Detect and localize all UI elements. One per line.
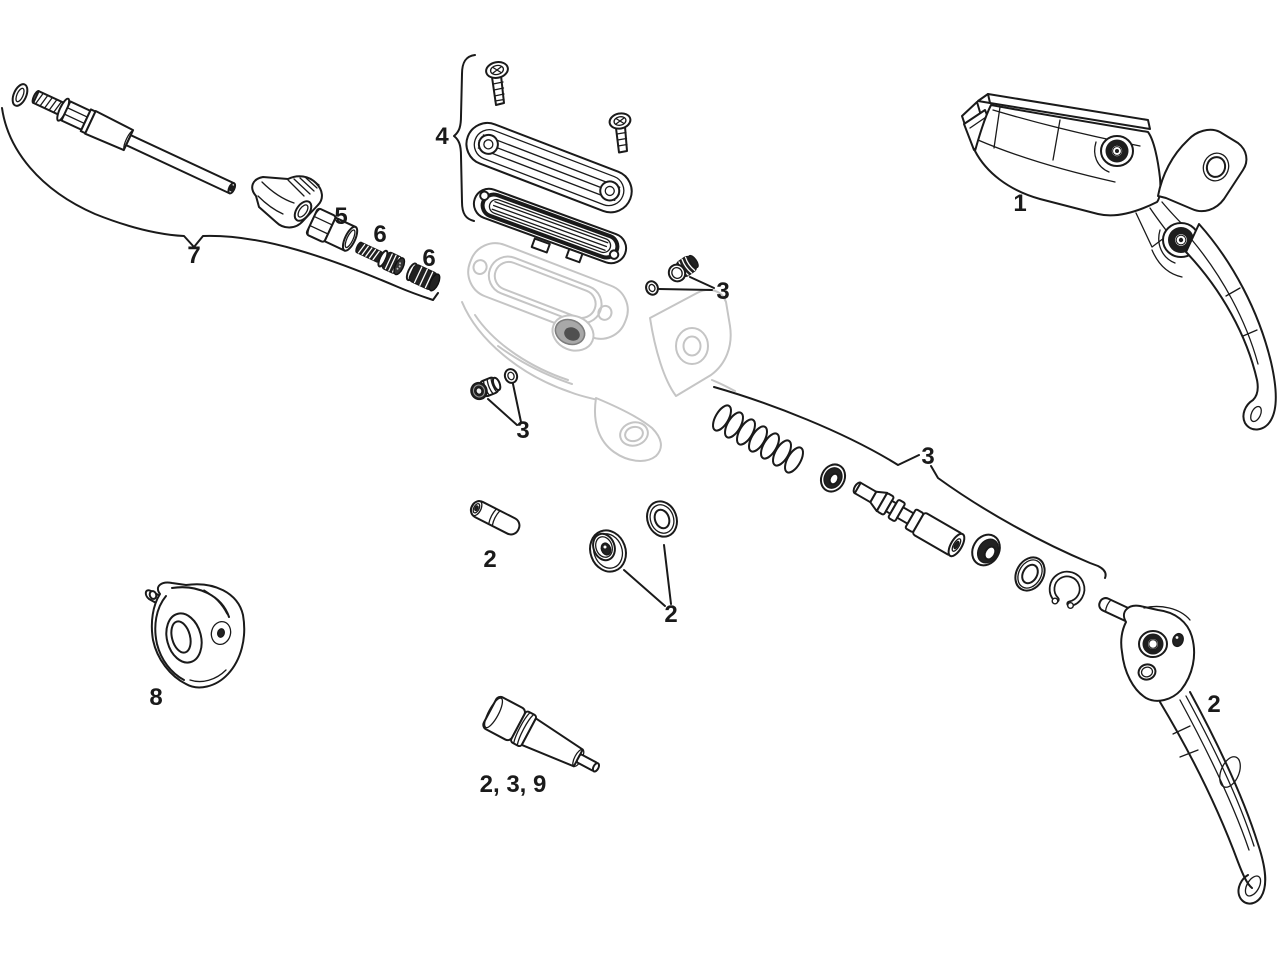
callout-bushings: 2	[664, 601, 677, 628]
part-hose-cover	[251, 175, 323, 229]
part-bleed-screw-upper	[645, 254, 715, 296]
cover-screw-2	[608, 112, 632, 154]
bushing-cup	[589, 529, 627, 573]
piston-seal	[971, 533, 1001, 567]
part-hose-oring	[11, 83, 29, 107]
part-compression-screw	[355, 241, 406, 276]
callout-hose: 7	[187, 242, 200, 269]
callout-clamp: 8	[149, 684, 162, 711]
part-pivot-pin	[469, 500, 521, 536]
cover-screw-1	[485, 61, 509, 106]
circlip	[1048, 570, 1086, 610]
part-compression-nut	[305, 207, 359, 252]
cup-seal	[819, 463, 847, 493]
callout-compression-nut: 5	[334, 203, 347, 230]
part-handlebar-clamp	[144, 581, 246, 689]
bushing-washer	[646, 500, 678, 538]
master-cylinder-ghost	[461, 242, 736, 462]
callout-lever-body: 1	[1013, 190, 1026, 217]
part-pivot-bushings	[589, 500, 678, 607]
part-bleed-screw-lower	[470, 368, 522, 426]
part-service-tool	[482, 695, 601, 773]
bracket-4	[453, 54, 476, 222]
callout-olive: 6	[422, 245, 435, 272]
callout-lever-blade: 2	[1207, 691, 1220, 718]
part-hose	[31, 90, 237, 195]
callout-reservoir-kit: 4	[435, 123, 449, 150]
reservoir-cover	[465, 121, 633, 214]
callout-bleed-lower: 3	[516, 417, 529, 444]
callout-tool: 2, 3, 9	[480, 771, 547, 798]
part-reservoir-kit	[453, 54, 633, 265]
bracket-hose	[1, 107, 439, 301]
callout-pivot-pin: 2	[483, 546, 496, 573]
bracket-3	[713, 386, 1107, 579]
part-lever-blade	[1098, 597, 1267, 905]
reservoir-bladder	[472, 187, 628, 265]
washer	[1014, 556, 1046, 592]
callout-compression-screw: 6	[373, 221, 386, 248]
spring	[712, 404, 804, 474]
callout-bleed-upper: 3	[716, 278, 729, 305]
callout-piston-kit: 3	[921, 443, 934, 470]
part-lever-body-assembly	[961, 93, 1277, 431]
part-piston-spring-kit	[712, 386, 1107, 610]
part-compression-olive	[405, 262, 441, 292]
piston	[852, 481, 966, 558]
